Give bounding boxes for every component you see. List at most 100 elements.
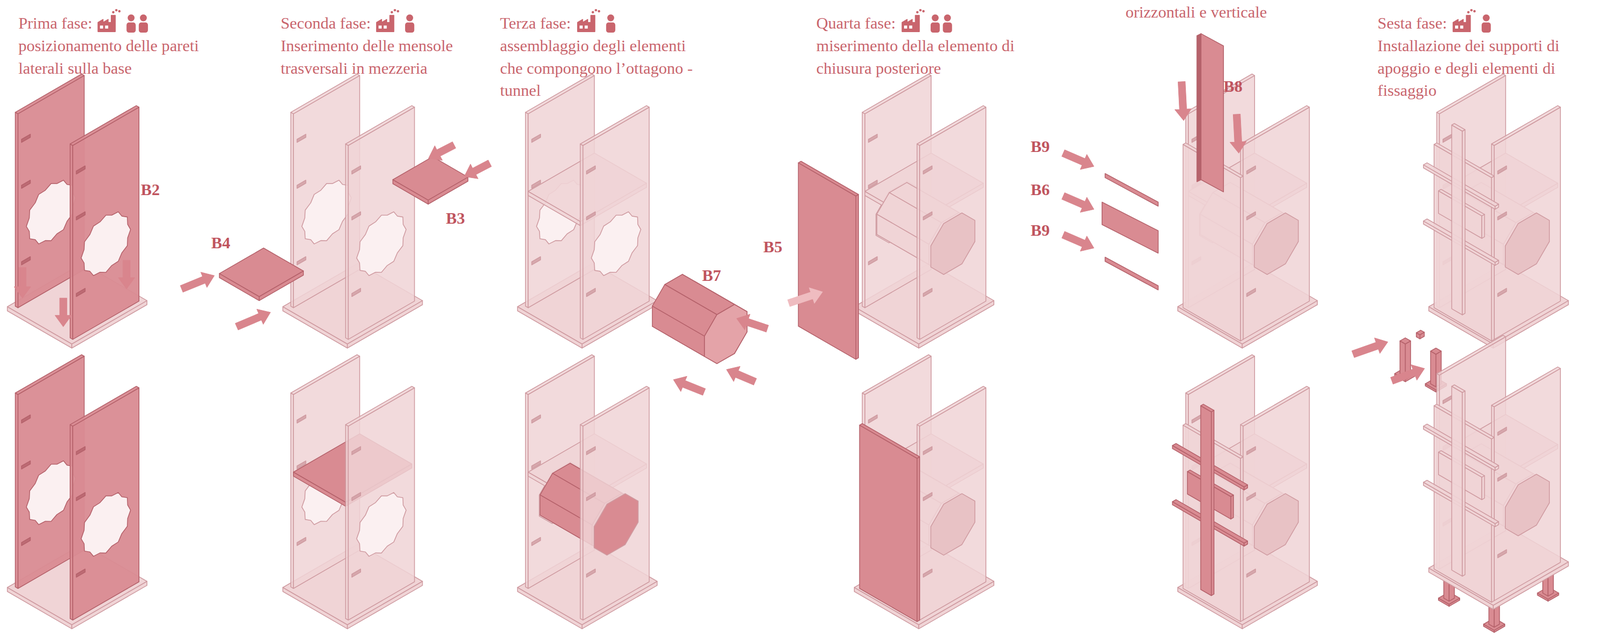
person-icon [930,14,940,33]
side-wall [580,386,649,426]
part-code: B2 [140,178,160,202]
assembly-arrow [118,260,135,289]
person-head [607,14,615,22]
cross-plate [1102,202,1159,254]
support-leg [1399,340,1406,377]
factory-window [579,25,583,29]
assembly-arrow [1229,114,1247,154]
wall-slot [76,288,86,297]
wall-opening [1505,213,1550,275]
side-wall [1436,335,1506,376]
wall-slot [868,134,878,143]
part-code: B8 [1223,75,1243,99]
exploded-part [1102,33,1224,290]
wall-slot [1497,472,1507,481]
person-head [127,14,135,22]
wall-slot [21,134,31,143]
support-leg [1430,347,1442,354]
person-icon [942,14,952,33]
wall-opening [930,493,975,556]
factory-window [904,25,908,29]
factory-icon [376,15,395,33]
closing-panel [855,194,859,360]
assembly-module [1172,354,1318,629]
wall-slot [1443,134,1453,143]
side-wall [919,107,986,340]
vertical-batten [1451,386,1463,577]
wall-slot [1497,211,1507,220]
wall-slot [586,492,596,501]
wall-slot [296,180,306,189]
assembly-arrow [1174,81,1192,121]
wall-slot [21,460,31,469]
wall-slot [586,165,596,174]
wall-slot [1497,549,1507,558]
part-code: B3 [445,207,465,230]
phase-title: Quarta fase: [816,12,896,35]
phase-description: miserimento della elemento di chiusura p… [816,34,1036,80]
side-wall [15,354,85,395]
wall-slot [1246,288,1256,297]
horizontal-batten [1105,173,1159,207]
wall-slot [1246,492,1256,501]
smoke-dot [1467,11,1470,14]
wall-slot [1246,446,1256,455]
wall-opening [1505,473,1550,536]
assembly-arrow [1061,192,1095,213]
person-body [942,22,952,33]
assembly-arrow [1061,149,1095,170]
factory-icon [376,9,400,32]
factory-window [584,25,588,29]
person-body [405,22,415,33]
person-head [406,14,414,22]
wall-slot [76,569,86,578]
wall-opening [594,493,639,556]
assembly-arrow [787,287,823,307]
side-wall [580,105,649,146]
cross-plate [1481,475,1485,500]
assembly-arrow [1061,231,1095,252]
side-wall [70,105,139,146]
side-wall [1494,368,1561,601]
support-leg [1399,337,1411,344]
wall-slot [76,492,86,501]
wall-slot [351,211,362,220]
wall-slot [1497,165,1507,174]
factory-window [105,25,109,29]
wall-slot [351,569,362,578]
side-wall [583,387,650,620]
part-code: B6 [1030,178,1050,202]
person-icon [606,14,616,33]
wall-slot [531,537,541,546]
person-body [126,22,136,33]
wall-slot [586,569,596,578]
factory-window [383,25,387,29]
phase-description: assemblaggio degli elementi che compongo… [499,34,704,102]
wall-slot [351,492,362,501]
side-wall [1494,107,1561,340]
wall-slot [923,446,933,455]
smoke-dot [916,11,919,14]
closing-panel [798,161,859,197]
side-wall [917,386,986,426]
factory-icon [97,9,121,32]
side-wall [1491,367,1561,407]
wall-opening [26,460,77,525]
wall-opening [1254,213,1299,275]
phase-title: Terza fase: [499,12,571,35]
assembly-arrow [235,308,271,330]
wall-slot [531,256,541,265]
wall-slot [296,256,306,265]
assembly-module [1423,74,1569,348]
side-wall [70,386,139,426]
part-code: B9 [1030,135,1050,159]
person-icon [405,14,415,33]
part-code: B9 [1030,219,1050,243]
wall-slot [868,256,878,265]
side-wall [525,354,595,395]
transverse-shelf [393,156,469,200]
wall-slot [586,288,596,297]
wall-slot [1443,395,1453,404]
factory-window [378,25,382,29]
fixing-element [1416,329,1425,335]
